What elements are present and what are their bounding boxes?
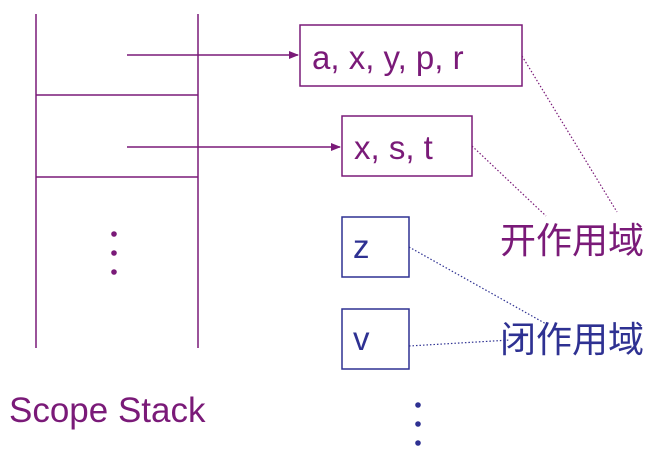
open-scope-box — [341, 115, 473, 177]
open-scope-leaders — [471, 55, 618, 217]
closed-scope-text: z — [353, 228, 370, 265]
open-scope-text: x, s, t — [354, 129, 433, 166]
closed-scope-leaders — [408, 246, 549, 347]
stack-ellipsis — [111, 231, 117, 275]
diagram-caption: Scope Stack — [9, 391, 206, 430]
closed-scope-box — [341, 308, 410, 370]
open-scope-text: a, x, y, p, r — [312, 39, 464, 76]
open-scope-box — [299, 24, 523, 87]
closed-scope-text: v — [353, 320, 370, 357]
open-scope-label: 开作用域 — [500, 221, 645, 262]
closed-scope-label: 闭作用域 — [500, 320, 645, 361]
scopes-ellipsis — [415, 402, 421, 446]
stack-frame — [35, 14, 199, 348]
